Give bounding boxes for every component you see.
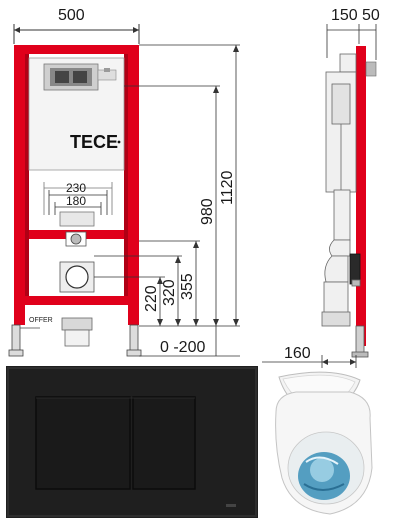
- brand-dot: [117, 140, 121, 144]
- frame-bottom-rail: [14, 296, 139, 305]
- offset-label: 160: [284, 345, 311, 362]
- height-220: 220: [143, 285, 160, 312]
- toilet-photo: [264, 370, 400, 521]
- frame-top-rail: [14, 45, 139, 54]
- cistern: [28, 57, 125, 171]
- height-dimensions: [94, 44, 240, 357]
- side-frame-post: [356, 46, 366, 346]
- depth-dimension: [326, 24, 377, 60]
- side-flush-box: [365, 61, 377, 77]
- frame-left-post: [14, 45, 25, 325]
- flush-plate-logo: [226, 504, 236, 507]
- depth-label-150: 150: [331, 7, 358, 24]
- inner-dimensions: [48, 190, 108, 215]
- foot-tag: OFFER: [29, 317, 53, 324]
- inner-dim-230: 230: [66, 181, 86, 195]
- frame-right-post: [128, 45, 139, 325]
- side-foot: [351, 325, 369, 358]
- front-view: 500 TECE: [8, 7, 240, 357]
- drain-column: [43, 182, 113, 347]
- width-dimension: [13, 24, 140, 44]
- flush-button-small: [132, 396, 196, 490]
- inner-dim-180: 180: [66, 194, 86, 208]
- depth-label-50: 50: [362, 7, 380, 24]
- height-320: 320: [161, 279, 178, 306]
- side-cistern: [321, 53, 361, 327]
- offset-dimension: [262, 355, 357, 368]
- flush-plate: [6, 366, 258, 518]
- foot-range-label: 0 -200: [160, 339, 205, 356]
- width-label: 500: [58, 7, 85, 24]
- height-980: 980: [199, 198, 216, 225]
- frame-inner-right: [124, 54, 128, 296]
- feet: [8, 324, 142, 357]
- frame-inner-left: [25, 54, 29, 296]
- flush-button-large: [35, 396, 131, 490]
- height-355: 355: [179, 273, 196, 300]
- side-view: 150 50 1: [262, 7, 380, 368]
- brand-label: TECE: [70, 132, 118, 152]
- height-1120: 1120: [219, 170, 236, 205]
